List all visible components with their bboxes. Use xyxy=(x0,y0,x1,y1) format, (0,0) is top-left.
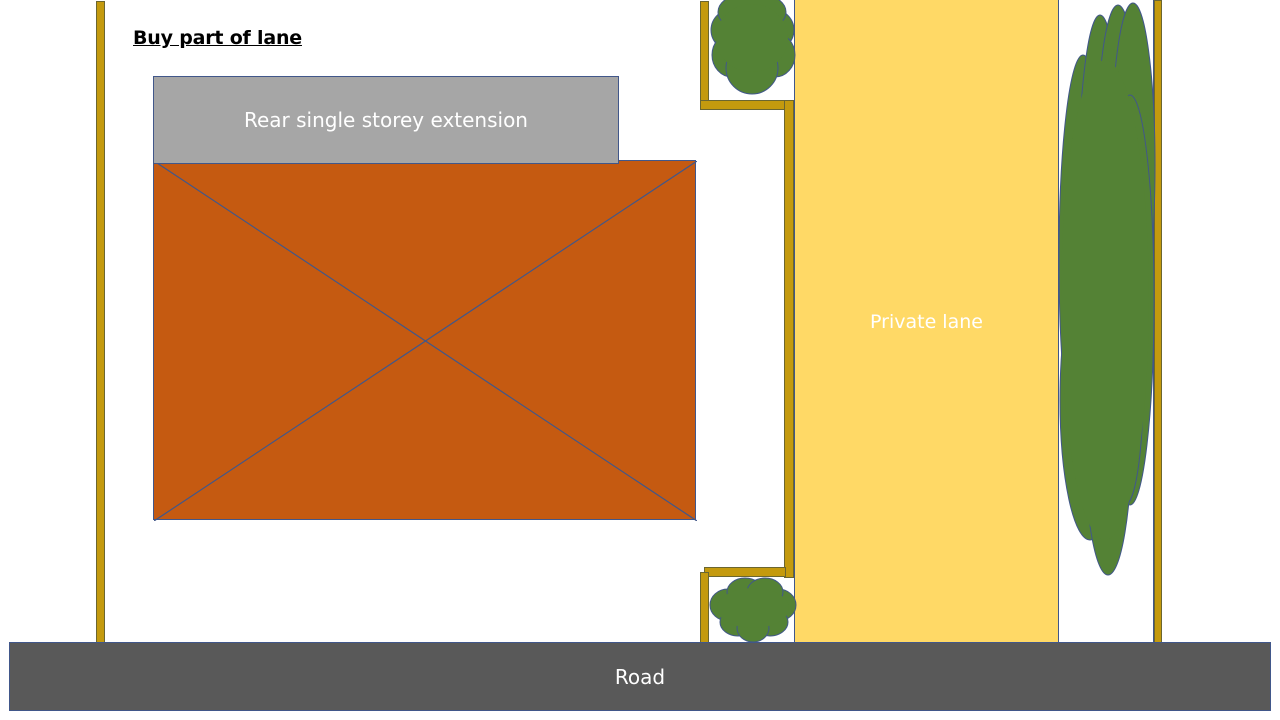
rear-extension: Rear single storey extension xyxy=(153,76,619,164)
house-footprint xyxy=(153,160,697,521)
lane-side-fence xyxy=(784,100,794,578)
right-fence xyxy=(1154,0,1162,644)
house-cross-lines xyxy=(154,161,697,521)
fence-top-horizontal xyxy=(700,100,792,110)
road-label: Road xyxy=(614,664,666,689)
rear-extension-label: Rear single storey extension xyxy=(244,108,528,132)
private-lane-label: Private lane xyxy=(870,310,983,333)
tree-top-icon xyxy=(710,0,796,95)
diagram-title: Buy part of lane xyxy=(133,27,302,49)
private-lane: Private lane xyxy=(794,0,1059,643)
verge-strip xyxy=(1059,0,1154,643)
fence-top-left-post xyxy=(700,1,709,110)
fence-bottom-left-post xyxy=(700,572,709,644)
fence-bottom-horizontal xyxy=(704,567,786,577)
left-fence xyxy=(96,1,105,644)
road: Road xyxy=(9,642,1271,711)
tree-bottom-icon xyxy=(709,577,797,643)
